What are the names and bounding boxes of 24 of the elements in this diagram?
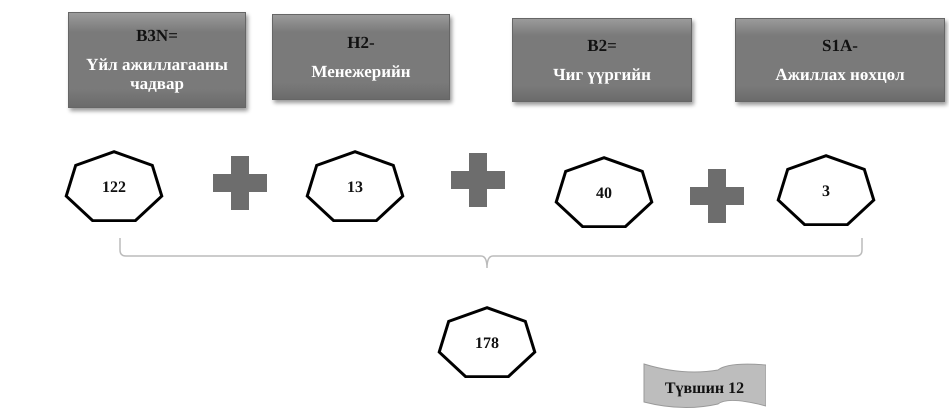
heptagon-shape <box>435 306 539 378</box>
heptagon-shape <box>774 154 878 226</box>
level-label: Түвшин 12 <box>664 380 744 398</box>
value-label: 3 <box>822 183 830 201</box>
value-label: 122 <box>102 179 126 197</box>
heptagon-shape <box>552 156 656 228</box>
category-label: Ажиллах нөхцөл <box>775 66 905 84</box>
heptagon-shape <box>303 150 407 222</box>
label-box <box>735 18 945 102</box>
heptagon-shape <box>62 150 166 222</box>
label-box <box>272 14 450 100</box>
value-label: 178 <box>475 335 499 353</box>
code-label: S1A- <box>822 36 858 56</box>
value-label: 13 <box>347 179 363 197</box>
code-label: H2- <box>347 32 375 53</box>
value-label: 40 <box>596 185 612 203</box>
label-box <box>512 18 692 102</box>
label-box <box>68 12 246 108</box>
category-label: Менежерийн <box>311 62 411 82</box>
banner-shape <box>643 362 766 410</box>
category-label: Үйл ажиллагааны чадвар <box>85 56 229 94</box>
code-label: B3N= <box>136 26 178 46</box>
code-label: B2= <box>587 36 617 56</box>
category-label: Чиг үүргийн <box>553 66 651 84</box>
